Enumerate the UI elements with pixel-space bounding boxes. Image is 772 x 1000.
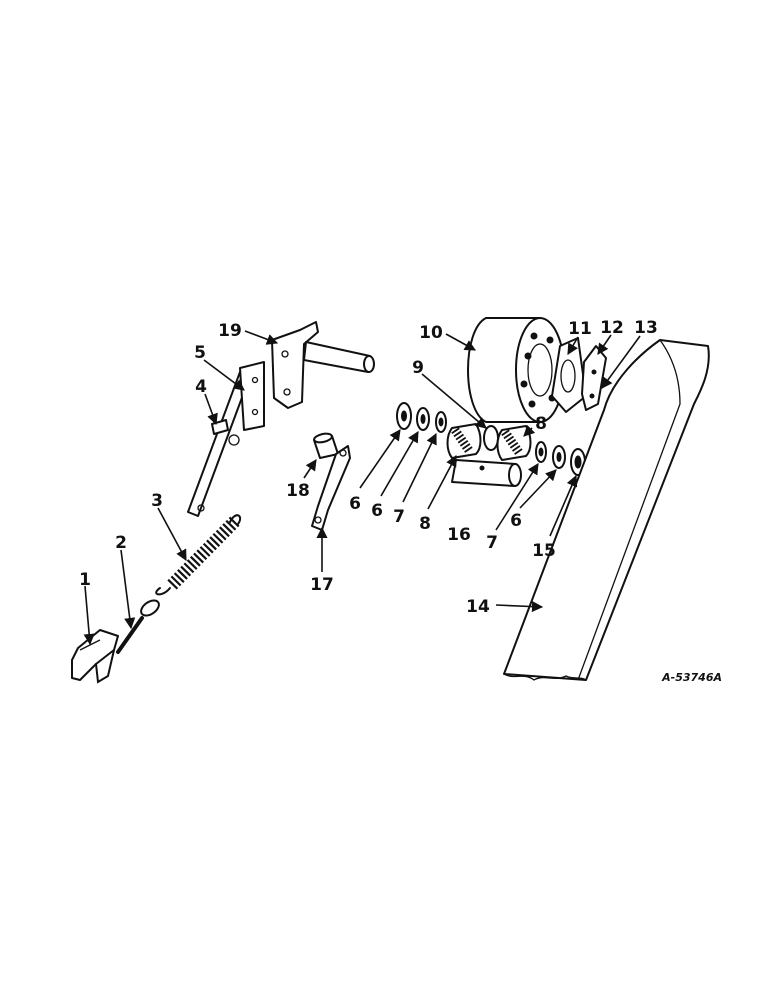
- part-6-washer-c: [552, 445, 566, 469]
- part-9-spacer: [483, 425, 499, 451]
- callout-19: 19: [218, 321, 242, 341]
- part-6-washer-a: [396, 402, 412, 430]
- callout-18: 18: [286, 481, 310, 501]
- part-17-lever: [311, 445, 351, 531]
- part-11-gasket: [551, 337, 587, 413]
- part-16-axle-tube: [451, 459, 522, 487]
- part-7-washer-b: [535, 441, 547, 463]
- callout-14: 14: [466, 597, 490, 617]
- part-8-bearing-right: [496, 425, 532, 461]
- part-12-cover-plate: [581, 345, 607, 411]
- callout-5: 5: [194, 343, 206, 363]
- part-18-pin: [313, 432, 339, 459]
- part-7-washer-a: [435, 411, 447, 433]
- part-14-belt: [503, 339, 710, 681]
- part-6-washer-b: [416, 407, 430, 431]
- drawing-code: A-53746A: [661, 671, 722, 684]
- callout-8-right: 8: [535, 414, 547, 434]
- callout-9: 9: [412, 358, 424, 378]
- callout-1: 1: [79, 570, 91, 590]
- part-3-spring: [155, 514, 242, 596]
- callout-3: 3: [151, 491, 163, 511]
- callout-17: 17: [310, 575, 334, 595]
- leader-lines: [83, 330, 641, 646]
- callout-labels: 1 2 3 4 5 19 18 17 10 9 11 12 13 8 6 6 7…: [79, 318, 658, 617]
- callout-13: 13: [634, 318, 658, 338]
- part-10-roller: [467, 317, 565, 423]
- callout-8-left: 8: [419, 514, 431, 534]
- part-8-bearing-left: [446, 423, 482, 459]
- callout-11: 11: [568, 319, 592, 339]
- callout-6-b: 6: [371, 501, 383, 521]
- callout-16: 16: [447, 525, 471, 545]
- callout-6-c: 6: [510, 511, 522, 531]
- callout-2: 2: [115, 533, 127, 553]
- callout-7-left: 7: [393, 507, 405, 527]
- callout-7-right: 7: [486, 533, 498, 553]
- part-1-bracket: [71, 629, 119, 684]
- part-19-shaft-bracket: [271, 321, 375, 409]
- callout-15: 15: [532, 541, 556, 561]
- part-2-eye-bolt: [116, 599, 160, 654]
- callout-4: 4: [195, 377, 207, 397]
- callout-10: 10: [419, 323, 443, 343]
- callout-12: 12: [600, 318, 624, 338]
- part-5-arm-plate: [187, 361, 265, 517]
- callout-6-a: 6: [349, 494, 361, 514]
